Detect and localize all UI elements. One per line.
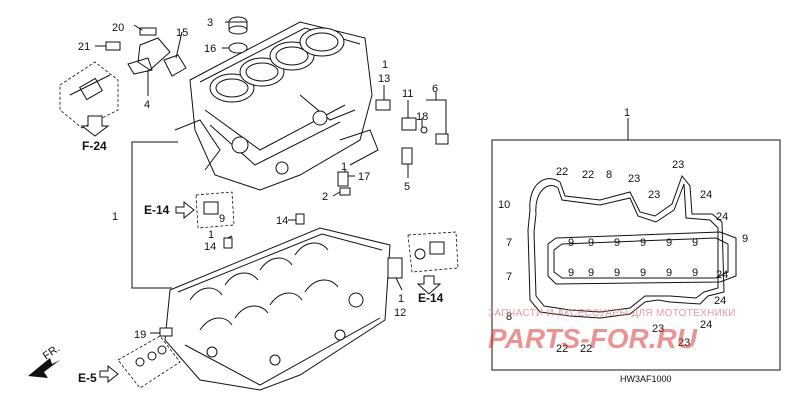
label-14-left: 14 bbox=[204, 241, 216, 253]
oil-pressure-parts-right bbox=[375, 99, 449, 165]
gasket-label-23e: 23 bbox=[678, 337, 690, 349]
assembly-bracket bbox=[131, 141, 178, 289]
gasket-label-10: 10 bbox=[498, 199, 510, 211]
inner-9-b2: 9 bbox=[614, 267, 620, 279]
gasket-label-24a: 24 bbox=[700, 189, 712, 201]
e5-reference-box bbox=[117, 335, 181, 389]
inner-9-l1: 9 bbox=[568, 237, 574, 249]
cylinder-block bbox=[174, 21, 379, 191]
gasket-label-22c: 22 bbox=[556, 343, 568, 355]
gasket-labels: 22 22 8 23 23 23 24 24 10 7 7 8 9 24 24 … bbox=[498, 159, 748, 355]
inner-9-t4: 9 bbox=[666, 237, 672, 249]
label-5: 5 bbox=[404, 181, 410, 193]
ref-arrow-e14-left bbox=[175, 200, 195, 220]
label-2: 2 bbox=[322, 191, 328, 203]
label-6: 6 bbox=[432, 83, 438, 95]
label-21: 21 bbox=[78, 41, 90, 53]
inner-9-b1: 9 bbox=[588, 267, 594, 279]
gasket-label-9-right: 9 bbox=[742, 233, 748, 245]
front-arrow bbox=[28, 358, 60, 378]
inner-9-l2: 9 bbox=[568, 267, 574, 279]
gasket-label-7a: 7 bbox=[506, 237, 512, 249]
crankcase-lower bbox=[164, 227, 391, 391]
label-12: 12 bbox=[394, 307, 406, 319]
gasket-label-23d: 23 bbox=[652, 323, 664, 335]
gasket-label-24d: 24 bbox=[714, 295, 726, 307]
label-15: 15 bbox=[176, 27, 188, 39]
label-4: 4 bbox=[144, 99, 150, 111]
inner-9-b5: 9 bbox=[692, 267, 698, 279]
label-11: 11 bbox=[402, 88, 413, 100]
dowel-part-14-b bbox=[295, 213, 305, 225]
ref-arrow-f24 bbox=[80, 115, 110, 137]
label-13: 13 bbox=[378, 73, 390, 85]
sensor-assembly-left bbox=[105, 27, 187, 77]
gasket-label-22a: 22 bbox=[556, 166, 568, 178]
label-16: 16 bbox=[204, 43, 216, 55]
label-14-mid: 14 bbox=[276, 215, 288, 227]
inner-9-t3: 9 bbox=[640, 237, 646, 249]
diagram-code: HW3AF1000 bbox=[620, 374, 672, 384]
gasket-label-24c: 24 bbox=[716, 269, 728, 281]
part-labels: 20 3 15 21 16 4 13 1 11 6 18 5 1 17 2 1 … bbox=[78, 17, 630, 341]
label-3: 3 bbox=[207, 17, 213, 29]
gasket-label-24e: 24 bbox=[700, 319, 712, 331]
label-1-kit: 1 bbox=[624, 107, 630, 119]
dowel-part-14 bbox=[223, 237, 233, 249]
inner-9-t1: 9 bbox=[588, 237, 594, 249]
gasket-label-22d: 22 bbox=[580, 343, 592, 355]
label-18: 18 bbox=[416, 111, 428, 123]
ref-f24: F-24 bbox=[82, 139, 107, 153]
gasket-kit-box bbox=[491, 118, 781, 371]
gasket-label-22b: 22 bbox=[582, 169, 594, 181]
o-ring-part-16 bbox=[228, 42, 248, 54]
e14-left-reference-box bbox=[195, 191, 235, 229]
label-17: 17 bbox=[358, 171, 370, 183]
gasket-label-8-left: 8 bbox=[506, 311, 512, 323]
label-19: 19 bbox=[134, 329, 146, 341]
inner-9-b4: 9 bbox=[666, 267, 672, 279]
ref-arrow-e5 bbox=[99, 364, 119, 384]
ref-e14-right: E-14 bbox=[418, 291, 444, 305]
gasket-label-23b: 23 bbox=[648, 189, 660, 201]
gasket-label-8-top: 8 bbox=[606, 169, 612, 181]
gasket-label-7b: 7 bbox=[506, 271, 512, 283]
plug-part-17 bbox=[337, 171, 349, 187]
ref-e5: E-5 bbox=[78, 371, 97, 385]
ref-arrow-e14-right bbox=[416, 275, 442, 295]
label-1-left: 1 bbox=[112, 211, 118, 223]
watermark-tagline: ЗАПЧАСТИ И АКСЕССУАРЫ ДЛЯ МОТОТЕХНИКИ bbox=[488, 308, 736, 319]
watermark: ЗАПЧАСТИ И АКСЕССУАРЫ ДЛЯ МОТОТЕХНИКИ PA… bbox=[488, 308, 736, 354]
gasket-label-24b: 24 bbox=[716, 211, 728, 223]
inner-9-t5: 9 bbox=[692, 237, 698, 249]
label-1-top: 1 bbox=[382, 59, 388, 71]
bolt-part-19 bbox=[159, 327, 173, 337]
f24-reference-box bbox=[59, 61, 119, 129]
label-1-mid: 1 bbox=[341, 161, 347, 173]
watermark-brand: PARTS-FOR.RU bbox=[488, 323, 698, 354]
ref-front: FR. bbox=[41, 342, 62, 362]
ref-e14-left: E-14 bbox=[144, 203, 170, 217]
label-9-box: 9 bbox=[219, 213, 225, 225]
pin-part-2 bbox=[339, 187, 351, 196]
label-1-14: 1 bbox=[208, 229, 214, 241]
gasket-label-23a: 23 bbox=[628, 173, 640, 185]
inner-9-t2: 9 bbox=[614, 237, 620, 249]
label-1-right: 1 bbox=[398, 293, 404, 305]
leader-lines bbox=[95, 21, 447, 334]
e14-right-reference-box bbox=[407, 231, 459, 273]
cap-part-3 bbox=[228, 16, 248, 35]
label-20: 20 bbox=[112, 22, 124, 34]
plug-part-12 bbox=[387, 257, 403, 279]
inner-9-b3: 9 bbox=[640, 267, 646, 279]
gasket-label-23c: 23 bbox=[672, 159, 684, 171]
